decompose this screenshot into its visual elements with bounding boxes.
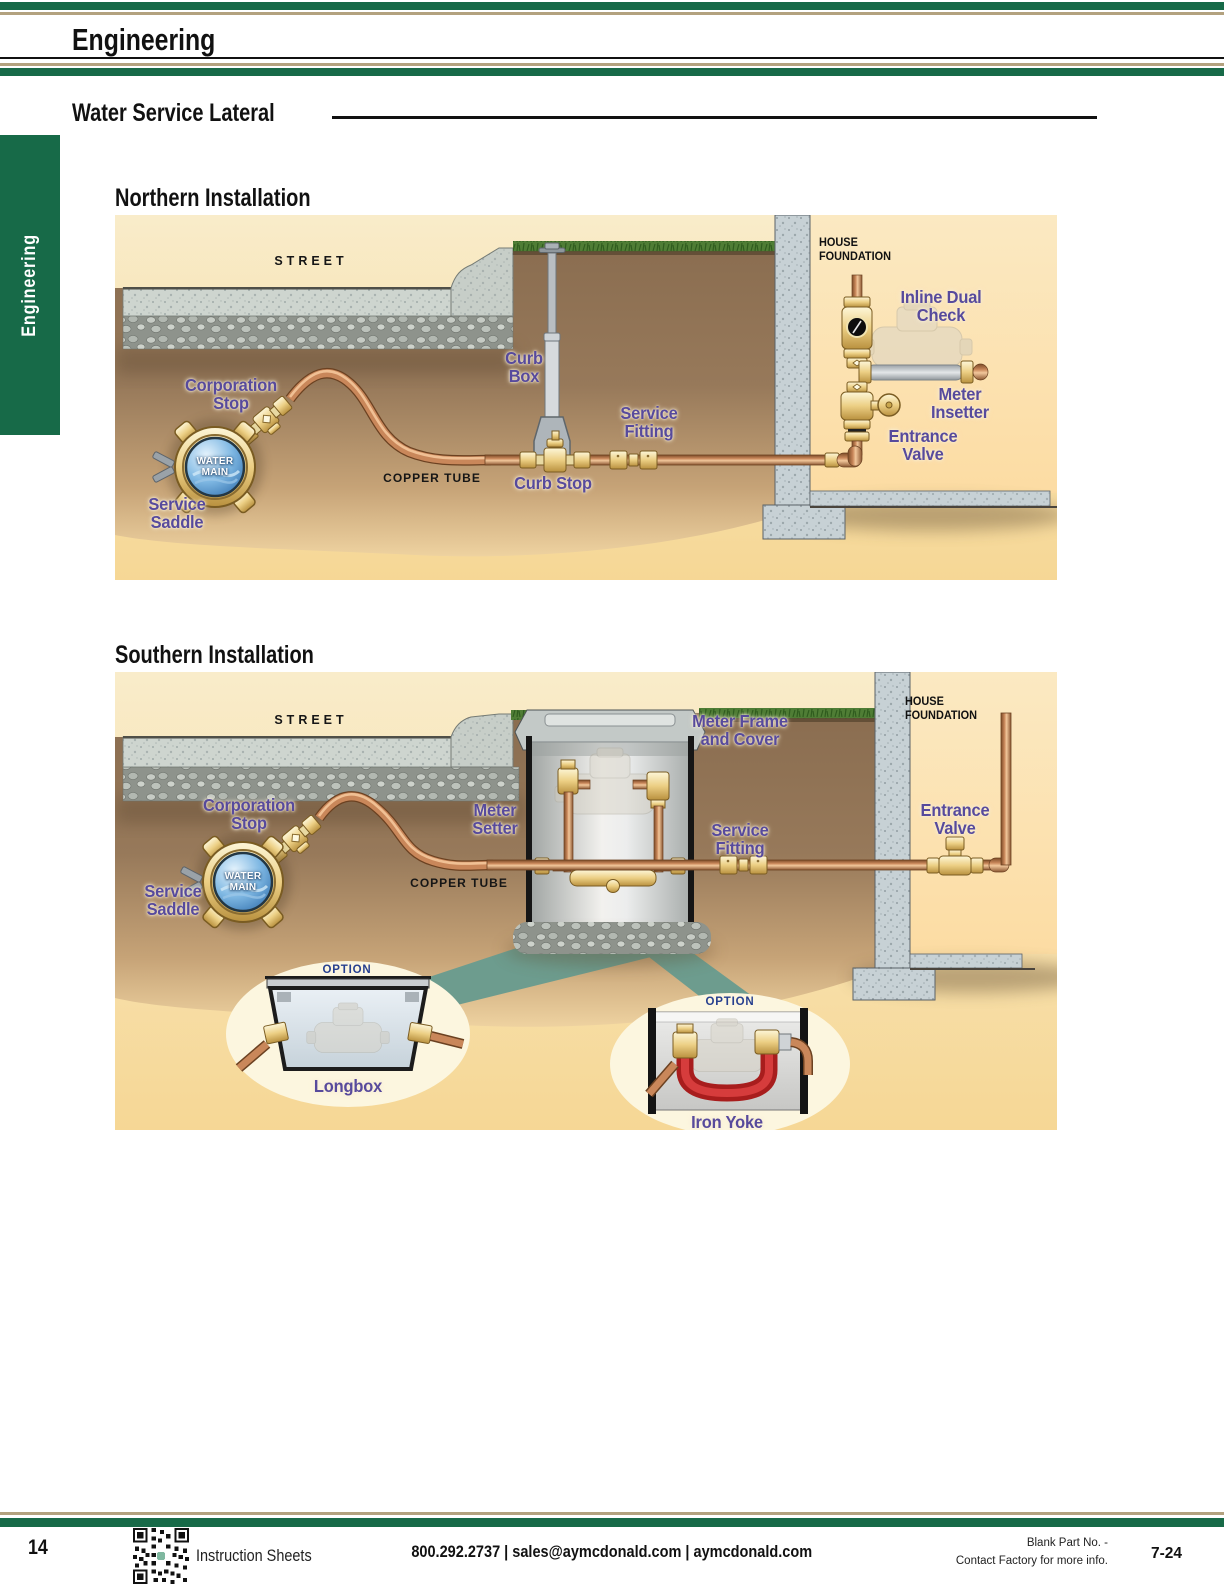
label-house-foundation: HOUSE FOUNDATION (819, 237, 892, 263)
southern-diagram-graphic (115, 672, 1057, 1130)
footer-note: Blank Part No. - Contact Factory for mor… (848, 1535, 1108, 1571)
label-entrance-valve: Entrance Valve (920, 799, 990, 838)
curb-stop-valve (519, 430, 591, 473)
grass (511, 708, 875, 722)
street (122, 713, 520, 802)
label-meter-frame-cover: Meter Frame and Cover (692, 710, 788, 749)
basement-interior (910, 672, 1057, 954)
label-service-saddle: Service Saddle (144, 880, 202, 919)
street (122, 247, 514, 350)
label-street: STREET (274, 713, 348, 727)
label-curb-stop: Curb Stop (514, 472, 592, 493)
header-green-bar-top (0, 2, 1224, 10)
header-black-rule (0, 57, 1224, 59)
sidebar-tab-label: Engineering (19, 233, 40, 337)
label-house-foundation: HOUSE FOUNDATION (905, 696, 978, 722)
footer-tan-rule (0, 1512, 1224, 1515)
label-street: STREET (274, 254, 348, 268)
label-water-main: WATER MAIN (196, 456, 234, 478)
label-service-saddle: Service Saddle (148, 493, 206, 532)
footer-green-bar (0, 1518, 1224, 1527)
service-fitting-graphic (609, 450, 658, 470)
label-meter-setter: Meter Setter (472, 799, 518, 838)
qr-code (133, 1528, 189, 1584)
house-foundation-wall (852, 672, 1035, 1001)
sidebar-tab-engineering: Engineering (0, 135, 60, 435)
label-service-fitting: Service Fitting (711, 819, 769, 858)
label-copper-tube: COPPER TUBE (410, 876, 508, 890)
southern-title: Southern Installation (115, 641, 314, 669)
northern-diagram-graphic (115, 215, 1057, 580)
label-longbox-option: OPTION (322, 964, 372, 976)
header-green-bar-bottom (0, 68, 1224, 76)
label-water-main: WATER MAIN (224, 871, 262, 893)
label-inline-dual-check: Inline Dual Check (900, 286, 982, 325)
page-title: Engineering (72, 22, 216, 57)
northern-diagram: STREET Corporation Stop Curb Box Service… (115, 215, 1057, 580)
grass (513, 241, 775, 255)
northern-title: Northern Installation (115, 184, 311, 212)
section-title-rule (332, 116, 1097, 119)
label-corporation-stop: Corporation Stop (202, 794, 296, 833)
footer-contact: 800.292.2737 | sales@aymcdonald.com | ay… (0, 1543, 1224, 1562)
label-longbox: Longbox (313, 1075, 383, 1096)
meter-pit (505, 709, 715, 966)
footer-note-line2: Contact Factory for more info. (955, 1554, 1108, 1567)
label-meter-insetter: Meter Insetter (931, 383, 989, 422)
header-tan-rule-top (0, 12, 1224, 15)
iron-yoke-option (610, 993, 850, 1130)
meter-setter (534, 759, 686, 893)
label-service-fitting: Service Fitting (620, 402, 678, 441)
house-riser-assembly (824, 274, 989, 468)
header-tan-rule-bottom (0, 63, 1224, 66)
southern-diagram: STREET Corporation Stop Meter Setter Met… (115, 672, 1057, 1130)
page-number: 14 (28, 1536, 48, 1559)
footer-code: 7-24 (1150, 1545, 1182, 1562)
qr-label: Instruction Sheets (196, 1546, 312, 1565)
label-entrance-valve: Entrance Valve (888, 425, 958, 464)
longbox-option (226, 961, 470, 1107)
label-curb-box: Curb Box (505, 347, 543, 386)
footer-contact-text: 800.292.2737 | sales@aymcdonald.com | ay… (411, 1543, 813, 1561)
footer-note-line1: Blank Part No. - (1026, 1537, 1108, 1549)
label-copper-tube: COPPER TUBE (383, 471, 481, 485)
service-fitting-graphic (719, 855, 768, 875)
label-iron-yoke: Iron Yoke (691, 1111, 763, 1130)
section-title: Water Service Lateral (72, 99, 275, 127)
label-iron-yoke-option: OPTION (705, 996, 755, 1008)
label-corporation-stop: Corporation Stop (184, 374, 278, 413)
entrance-valve-graphic (926, 836, 984, 876)
